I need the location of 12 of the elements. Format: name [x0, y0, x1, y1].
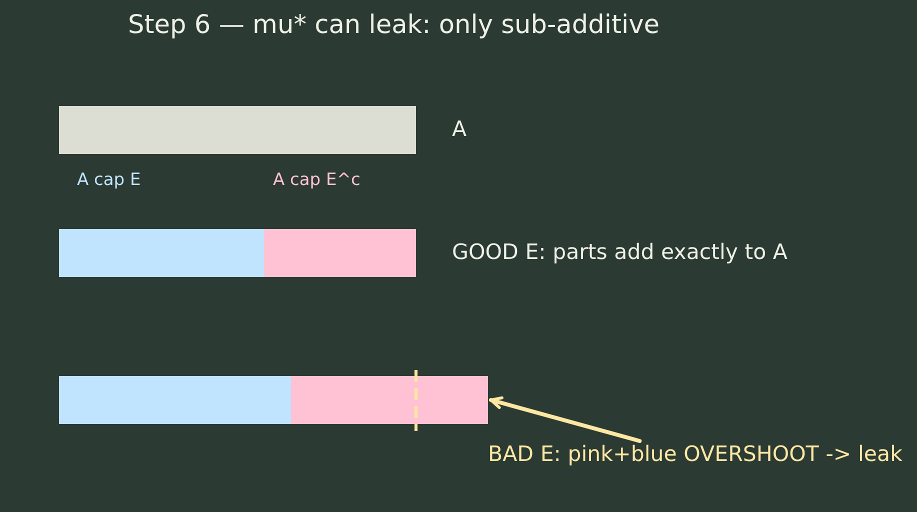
- bar-segment: [59, 376, 291, 424]
- segment-label: A cap E^c: [273, 170, 360, 190]
- bar-segment: [291, 376, 488, 424]
- segment-label: A cap E: [77, 170, 141, 190]
- bar: [59, 106, 416, 154]
- title: Step 6 — mu* can leak: only sub-additive: [128, 10, 660, 41]
- bar-segment: [264, 229, 416, 277]
- annotation-text: GOOD E: parts add exactly to A: [452, 240, 788, 266]
- bar-label: A: [452, 117, 467, 143]
- arrow: [489, 396, 642, 443]
- callout-text: BAD E: pink+blue OVERSHOOT -> leak: [488, 442, 902, 468]
- bar-segment: [59, 229, 264, 277]
